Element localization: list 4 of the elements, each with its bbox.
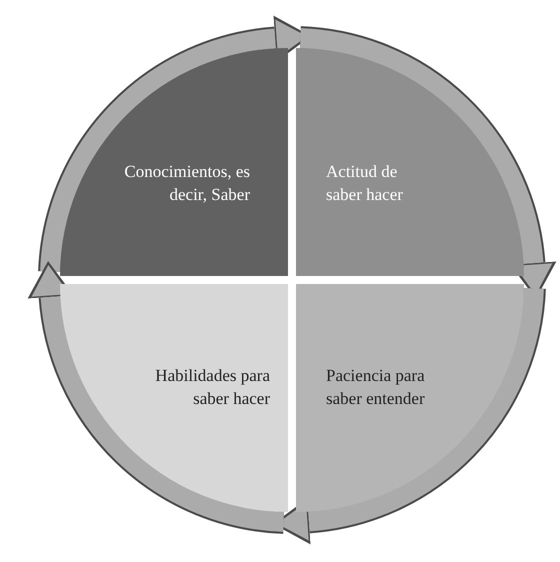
sector-label: Paciencia para saber entender <box>326 365 426 410</box>
sector-label: Habilidades para saber hacer <box>154 365 270 410</box>
sector-label: Actitud de saber hacer <box>326 161 404 206</box>
sector-label: Conocimientos, es decir, Saber <box>123 161 250 206</box>
